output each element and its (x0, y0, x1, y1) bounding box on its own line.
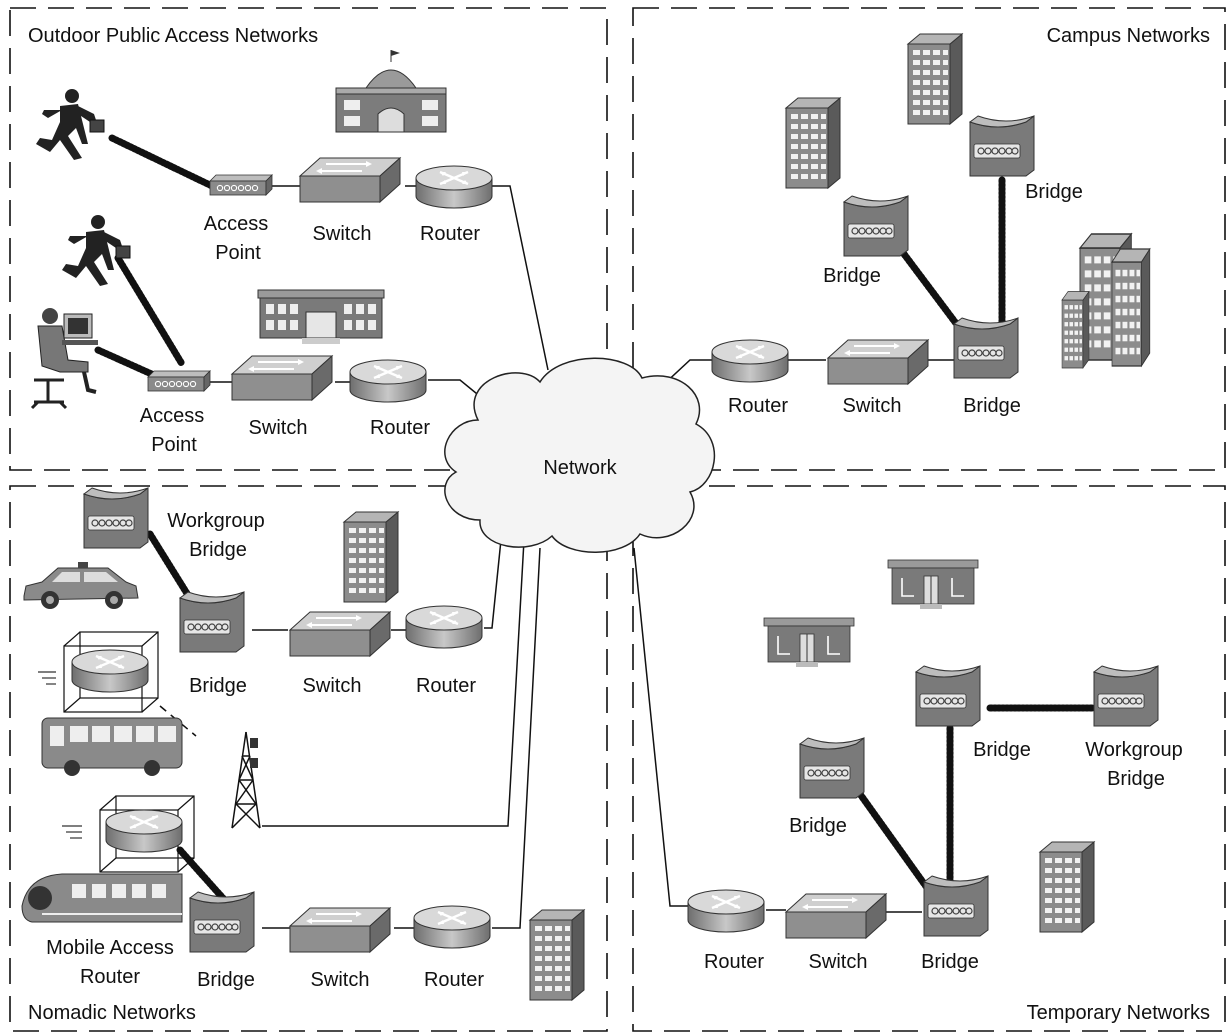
workgroup-bridge-label-line2: Bridge (1107, 768, 1165, 790)
workgroup-bridge-label-line1: Workgroup (1085, 739, 1182, 761)
temporary-quadrant-title: Temporary Networks (1027, 1002, 1210, 1024)
bridge-icon (1093, 665, 1159, 727)
switch-icon (299, 157, 401, 203)
nomadic-quadrant-title: Nomadic Networks (28, 1002, 196, 1024)
access-point-label-line1: Access (140, 405, 204, 427)
switch-icon (231, 355, 333, 401)
building-icon (785, 97, 841, 189)
router-label: Router (704, 951, 764, 973)
quadrant-borders (9, 7, 1226, 1032)
router-icon (710, 338, 790, 384)
switch-label: Switch (311, 969, 370, 991)
person-running-icon (61, 214, 131, 287)
switch-label: Switch (809, 951, 868, 973)
switch-label: Switch (249, 417, 308, 439)
building-icon (1111, 248, 1151, 367)
workgroup-bridge-label-line2: Bridge (189, 539, 247, 561)
temporary-quadrant-border (632, 485, 1226, 1032)
wireless-links (94, 134, 1098, 910)
building-icon (1039, 841, 1095, 933)
router-label: Router (370, 417, 430, 439)
router-icon (414, 164, 494, 210)
bridge-icon (953, 317, 1019, 379)
switch-label: Switch (303, 675, 362, 697)
building-icon (257, 289, 385, 344)
building-icon (343, 511, 399, 603)
campus-quadrant-border (632, 7, 1226, 471)
bridge-icon (83, 487, 149, 549)
mobile-router-icon (38, 631, 159, 713)
train-icon (21, 873, 183, 923)
router-icon (348, 358, 428, 404)
building-icon (1061, 291, 1090, 369)
bridge-label: Bridge (823, 265, 881, 287)
network-cloud-label: Network (543, 457, 617, 479)
bridge-label: Bridge (197, 969, 255, 991)
workgroup-bridge-label-line1: Workgroup (167, 510, 264, 532)
car-icon (23, 562, 139, 609)
bridge-label: Bridge (963, 395, 1021, 417)
building-icon (763, 617, 855, 668)
building-icon (529, 909, 585, 1001)
access-point-icon (209, 174, 273, 196)
router-icon (686, 888, 766, 934)
network-cloud-icon (444, 357, 716, 553)
mobile-access-router-label-line1: Mobile Access (46, 937, 174, 959)
mobile-router-icon (62, 795, 195, 873)
person-running-icon (35, 88, 105, 161)
bridge-icon (923, 875, 989, 937)
bridge-label: Bridge (1025, 181, 1083, 203)
switch-icon (785, 893, 887, 939)
campus-quadrant-title: Campus Networks (1047, 25, 1210, 47)
outdoor-quadrant-border (9, 7, 608, 471)
bridge-icon (189, 891, 255, 953)
access-point-label-line1: Access (204, 213, 268, 235)
access-point-icon (147, 370, 211, 392)
router-icon (404, 604, 484, 650)
bridge-icon (969, 115, 1035, 177)
router-label: Router (416, 675, 476, 697)
switch-icon (289, 611, 391, 657)
switch-label: Switch (843, 395, 902, 417)
bridge-icon (915, 665, 981, 727)
switch-icon (289, 907, 391, 953)
building-icon (907, 33, 963, 125)
bridge-icon (799, 737, 865, 799)
router-label: Router (728, 395, 788, 417)
building-icon (335, 50, 447, 133)
building-icon (887, 559, 979, 610)
router-icon (412, 904, 492, 950)
mobile-access-router-label-line2: Router (80, 966, 140, 988)
bridge-label: Bridge (789, 815, 847, 837)
bridge-label: Bridge (973, 739, 1031, 761)
bridge-label: Bridge (189, 675, 247, 697)
switch-label: Switch (313, 223, 372, 245)
wired-links (159, 185, 954, 929)
router-label: Router (420, 223, 480, 245)
person-at-computer-icon (30, 308, 98, 410)
bridge-icon (843, 195, 909, 257)
router-label: Router (424, 969, 484, 991)
switch-icon (827, 339, 929, 385)
bridge-label: Bridge (921, 951, 979, 973)
outdoor-quadrant-title: Outdoor Public Access Networks (28, 25, 318, 47)
bridge-icon (179, 591, 245, 653)
access-point-label-line2: Point (215, 242, 261, 264)
bus-icon (41, 717, 183, 776)
access-point-label-line2: Point (151, 434, 197, 456)
radio-tower-icon (231, 731, 261, 829)
